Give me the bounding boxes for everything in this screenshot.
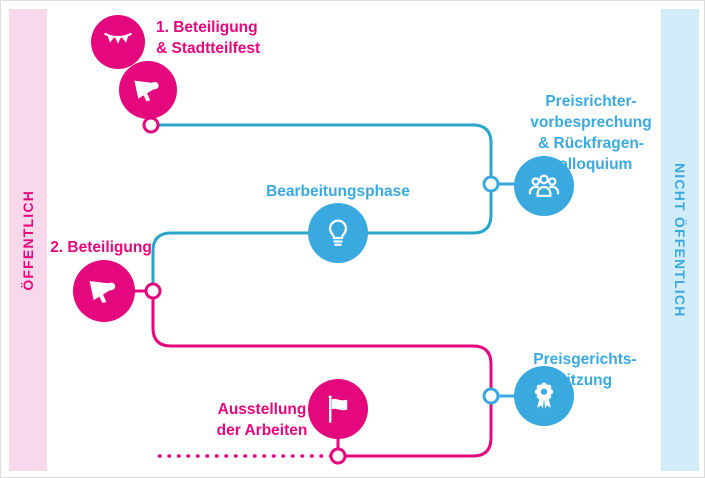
lightbulb-icon xyxy=(328,219,348,246)
label-bearbeitungsphase: Bearbeitungsphase xyxy=(263,181,413,202)
ausstellung-circle xyxy=(308,379,368,439)
flag-icon xyxy=(328,395,348,423)
label-preisgericht: Preisgerichts- sitzung xyxy=(515,349,655,391)
non-public-band-label: NICHT ÖFFENTLICH xyxy=(672,162,688,318)
public-band: ÖFFENTLICH xyxy=(9,9,47,471)
beteiligung1-circle xyxy=(119,61,177,119)
label-ausstellung: Ausstellung der Arbeiten xyxy=(197,399,327,441)
megaphone-icon xyxy=(134,80,159,102)
beteiligung2-circle xyxy=(73,260,135,322)
label-line: der Arbeiten xyxy=(216,422,308,439)
award-icon xyxy=(534,382,554,410)
label-preisrichter: Preisrichter- vorbesprechung & Rückfrage… xyxy=(513,91,669,175)
label-line: Bearbeitungsphase xyxy=(266,183,410,200)
label-line: sitzung xyxy=(557,372,613,389)
label-line: Preisrichter- xyxy=(545,93,637,110)
label-line: 1. Beteiligung xyxy=(156,19,258,36)
connector-phase2 xyxy=(151,289,493,458)
flow-node-step1 xyxy=(142,116,160,134)
label-line: vorbesprechung xyxy=(530,114,652,131)
non-public-band: NICHT ÖFFENTLICH xyxy=(661,9,699,471)
flow-node-award xyxy=(482,387,500,405)
preisrichter-circle xyxy=(514,156,574,216)
flow-node-beteiligung2 xyxy=(144,282,162,300)
bearbeitungsphase-circle xyxy=(308,203,368,263)
megaphone-icon xyxy=(89,281,116,303)
label-line: & Rückfragen- xyxy=(538,135,644,152)
label-line: Preisgerichts- xyxy=(533,351,637,368)
label-line: kolloquium xyxy=(549,156,633,173)
preisgericht-circle xyxy=(514,366,574,426)
jury-icon xyxy=(528,174,560,198)
stadtteilfest-circle xyxy=(91,15,145,69)
label-line: Ausstellung xyxy=(217,401,307,418)
flow-node-flag xyxy=(329,447,347,465)
label-line: 2. Beteiligung xyxy=(50,239,152,256)
label-line: & Stadtteilfest xyxy=(156,40,261,57)
label-beteiligung1: 1. Beteiligung & Stadtteilfest xyxy=(156,17,306,59)
connector-phase1 xyxy=(149,123,493,293)
flow-node-jury xyxy=(482,175,500,193)
label-beteiligung2: 2. Beteiligung xyxy=(36,237,166,258)
bunting-icon xyxy=(104,32,132,44)
